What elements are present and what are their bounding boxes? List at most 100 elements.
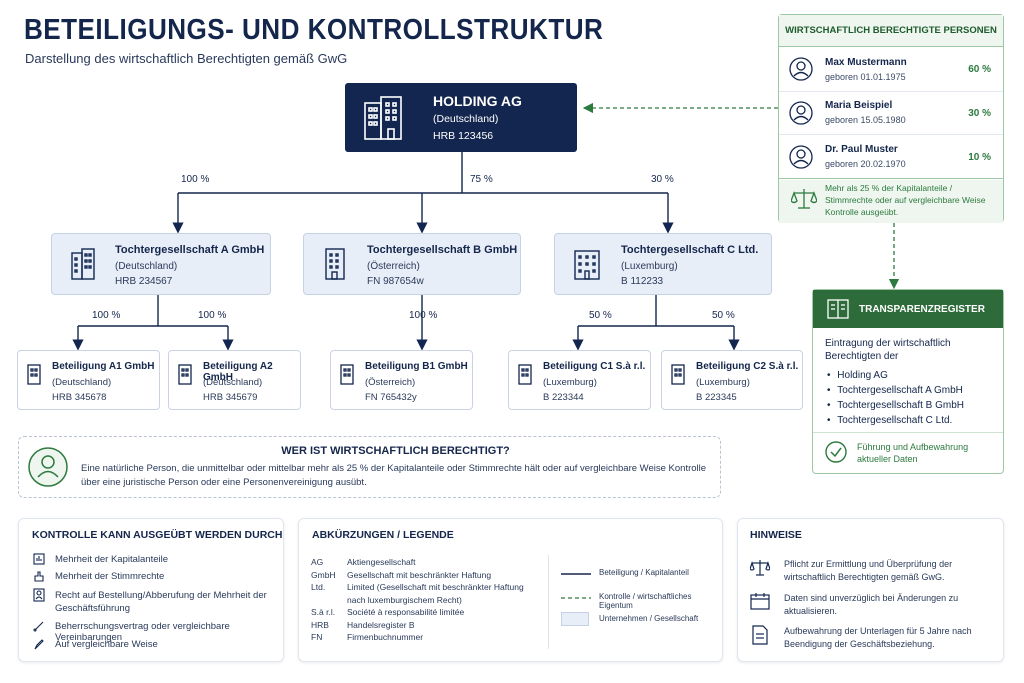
person-row[interactable]: Max Mustermann geboren 01.01.1975 60 % bbox=[779, 48, 1003, 92]
register-item: • Tochtergesellschaft C Ltd. bbox=[827, 415, 953, 426]
share-label-a1: 100 % bbox=[92, 310, 121, 321]
subsidiary-country: (Deutschland) bbox=[115, 261, 178, 272]
user-icon bbox=[789, 145, 813, 169]
user-icon bbox=[789, 101, 813, 125]
participation-country: (Deutschland) bbox=[203, 377, 263, 388]
person-born: geboren 01.01.1975 bbox=[825, 72, 906, 82]
participation-name: Beteiligung C2 S.à r.l. bbox=[696, 361, 799, 372]
person-name: Maria Beispiel bbox=[825, 100, 893, 111]
chart-icon bbox=[33, 553, 45, 565]
pen-icon bbox=[34, 639, 44, 650]
share-label-a2: 100 % bbox=[198, 310, 227, 321]
participation-reg: HRB 345678 bbox=[52, 392, 107, 403]
person-born: geboren 15.05.1980 bbox=[825, 115, 906, 125]
person-badge-icon bbox=[33, 588, 45, 602]
participation-name: Beteiligung A1 GmbH bbox=[52, 361, 155, 372]
note-item: Aufbewahrung der Unterlagen für 5 Jahre … bbox=[784, 626, 972, 649]
subsidiary-reg: HRB 234567 bbox=[115, 276, 173, 287]
legend-heading: ABKÜRZUNGEN / LEGENDE bbox=[312, 529, 454, 541]
legend-key: Beteiligung / Kapitalanteil bbox=[599, 568, 689, 577]
person-circle-icon bbox=[28, 447, 68, 487]
building-icon bbox=[518, 364, 532, 385]
subsidiary-country: (Luxemburg) bbox=[621, 261, 678, 272]
subsidiary-name: Tochtergesellschaft A GmbH bbox=[115, 244, 265, 256]
building-icon bbox=[71, 248, 95, 280]
participation-box-a1[interactable]: Beteiligung A1 GmbH (Deutschland) HRB 34… bbox=[17, 350, 160, 410]
subsidiary-box-b[interactable]: Tochtergesellschaft B GmbH (Österreich) … bbox=[303, 233, 521, 295]
calendar-icon bbox=[750, 593, 770, 610]
hand-vote-icon bbox=[34, 571, 44, 582]
participation-country: (Luxemburg) bbox=[543, 377, 597, 388]
note-item: Daten sind unverzüglich bei Änderungen z… bbox=[784, 593, 959, 616]
holding-reg: HRB 123456 bbox=[433, 130, 494, 142]
control-item: Mehrheit der Kapitalanteile bbox=[55, 554, 169, 565]
subsidiary-reg: FN 987654w bbox=[367, 276, 424, 287]
subsidiary-reg: B 112233 bbox=[621, 276, 664, 287]
transparency-register-panel: TRANSPARENZREGISTER Eintragung der wirts… bbox=[812, 289, 1004, 474]
holding-country: (Deutschland) bbox=[433, 113, 499, 125]
definition-text: Eine natürliche Person, die unmittelbar … bbox=[81, 463, 707, 488]
legend-panel: ABKÜRZUNGEN / LEGENDE AG GmbH Ltd. S.à r… bbox=[298, 518, 723, 662]
legend-solid-line bbox=[561, 573, 591, 575]
subsidiary-name: Tochtergesellschaft C Ltd. bbox=[621, 244, 759, 256]
subsidiary-box-a[interactable]: Tochtergesellschaft A GmbH (Deutschland)… bbox=[51, 233, 271, 295]
participation-name: Beteiligung C1 S.à r.l. bbox=[543, 361, 646, 372]
beneficial-owners-note: Mehr als 25 % der Kapitalanteile / Stimm… bbox=[825, 183, 986, 217]
participation-reg: FN 765432y bbox=[365, 392, 417, 403]
building-icon bbox=[178, 364, 192, 385]
legend-key: Kontrolle / wirtschaftliches Eigentum bbox=[599, 592, 692, 610]
control-panel: KONTROLLE KANN AUSGEÜBT WERDEN DURCH Meh… bbox=[18, 518, 284, 662]
definition-heading: WER IST WIRTSCHAFTLICH BERECHTIGT? bbox=[281, 445, 510, 457]
person-row[interactable]: Maria Beispiel geboren 15.05.1980 30 % bbox=[779, 93, 1003, 135]
definition-box: WER IST WIRTSCHAFTLICH BERECHTIGT? Eine … bbox=[18, 436, 721, 498]
person-share: 60 % bbox=[968, 64, 991, 75]
check-circle-icon bbox=[825, 441, 847, 463]
register-item: • Tochtergesellschaft A GmbH bbox=[827, 385, 963, 396]
abbreviation-values: Aktiengesellschaft Gesellschaft mit besc… bbox=[347, 557, 524, 642]
participation-box-c1[interactable]: Beteiligung C1 S.à r.l. (Luxemburg) B 22… bbox=[508, 350, 651, 410]
subsidiary-box-c[interactable]: Tochtergesellschaft C Ltd. (Luxemburg) B… bbox=[554, 233, 772, 295]
participation-country: (Österreich) bbox=[365, 377, 416, 388]
beneficial-owners-panel: WIRTSCHAFTLICH BERECHTIGTE PERSONEN Max … bbox=[778, 14, 1004, 223]
share-label-b1: 100 % bbox=[409, 310, 438, 321]
subsidiary-country: (Österreich) bbox=[367, 261, 420, 272]
participation-box-a2[interactable]: Beteiligung A2 GmbH (Deutschland) HRB 34… bbox=[168, 350, 301, 410]
person-name: Dr. Paul Muster bbox=[825, 144, 898, 155]
building-icon bbox=[671, 364, 685, 385]
register-item: • Tochtergesellschaft B GmbH bbox=[827, 400, 964, 411]
contract-icon bbox=[33, 621, 44, 632]
share-label-a: 100 % bbox=[181, 174, 210, 185]
control-item: Recht auf Bestellung/Abberufung der Mehr… bbox=[55, 590, 267, 614]
participation-box-c2[interactable]: Beteiligung C2 S.à r.l. (Luxemburg) B 22… bbox=[661, 350, 803, 410]
legend-dashed-line bbox=[561, 597, 591, 599]
beneficial-owners-heading: WIRTSCHAFTLICH BERECHTIGTE PERSONEN bbox=[785, 25, 997, 36]
person-row[interactable]: Dr. Paul Muster geboren 20.02.1970 10 % bbox=[779, 136, 1003, 179]
building-icon bbox=[325, 248, 345, 280]
participation-country: (Luxemburg) bbox=[696, 377, 750, 388]
participation-name: Beteiligung B1 GmbH bbox=[365, 361, 468, 372]
person-share: 10 % bbox=[968, 152, 991, 163]
register-book-icon bbox=[827, 299, 849, 319]
scales-icon bbox=[791, 189, 817, 209]
share-label-b: 75 % bbox=[470, 174, 493, 185]
holding-box[interactable]: HOLDING AG (Deutschland) HRB 123456 bbox=[345, 83, 577, 152]
document-icon bbox=[752, 625, 768, 645]
abbreviation-keys: AG GmbH Ltd. S.à r.l. HRB FN bbox=[311, 557, 336, 642]
building-icon bbox=[340, 364, 354, 385]
note-item: Pflicht zur Ermittlung und Überprüfung d… bbox=[784, 559, 953, 582]
page-subtitle: Darstellung des wirtschaftlich Berechtig… bbox=[25, 51, 348, 66]
register-items: • Holding AG • Tochtergesellschaft A Gmb… bbox=[827, 368, 964, 428]
notes-heading: HINWEISE bbox=[750, 529, 802, 541]
register-item: • Holding AG bbox=[827, 370, 888, 381]
control-item: Beherrschungsvertrag oder vergleichbare … bbox=[55, 621, 230, 643]
building-icon bbox=[364, 96, 402, 140]
participation-box-b1[interactable]: Beteiligung B1 GmbH (Österreich) FN 7654… bbox=[330, 350, 473, 410]
share-label-c: 30 % bbox=[651, 174, 674, 185]
participation-reg: B 223344 bbox=[543, 392, 584, 403]
legend-key: Unternehmen / Gesellschaft bbox=[599, 614, 699, 623]
control-heading: KONTROLLE KANN AUSGEÜBT WERDEN DURCH bbox=[32, 529, 283, 541]
user-icon bbox=[789, 57, 813, 81]
person-name: Max Mustermann bbox=[825, 57, 907, 68]
share-label-c1: 50 % bbox=[589, 310, 612, 321]
